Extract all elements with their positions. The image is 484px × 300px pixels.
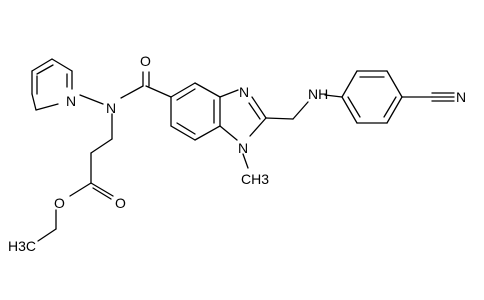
atom-ester-o: O (54, 195, 65, 211)
atom-nitrile-n: N (456, 89, 466, 105)
imidazole-ring (219, 89, 267, 141)
bond-ch2-ch3 (37, 228, 57, 242)
atom-ethyl-ch3: H3C (8, 238, 36, 254)
atom-ester-o-carbonyl: O (115, 195, 126, 211)
bond-c-o-ester (69, 182, 92, 197)
bond-c-benz (145, 85, 172, 98)
atom-imidazole-n3: N (239, 84, 249, 100)
bond-ch2-ch2 (90, 138, 113, 154)
bond-n-methyl (242, 153, 249, 169)
atom-carbonyl-o: O (140, 53, 151, 69)
bond-amide-n-c (120, 85, 144, 99)
atom-pyridine-n: N (66, 93, 76, 109)
cyanophenyl-ring (341, 70, 403, 124)
bond-py-amide-n (79, 94, 104, 105)
bond-c-o-carbonyl (90, 182, 114, 197)
atom-amide-n: N (106, 100, 116, 116)
bond-c-ch2 (265, 117, 294, 120)
atom-imidazole-n1: N (238, 140, 248, 156)
bond-nh-ph (324, 94, 343, 98)
atom-n-methyl: CH3 (241, 171, 269, 187)
atom-amine-nh: NH (308, 86, 328, 102)
bond-c-o-carbonyl-double (92, 187, 112, 200)
pyridine-ring (31, 58, 73, 111)
benzene-ring-benzimidazole (170, 82, 221, 141)
bond-ch2-nh (292, 101, 309, 120)
